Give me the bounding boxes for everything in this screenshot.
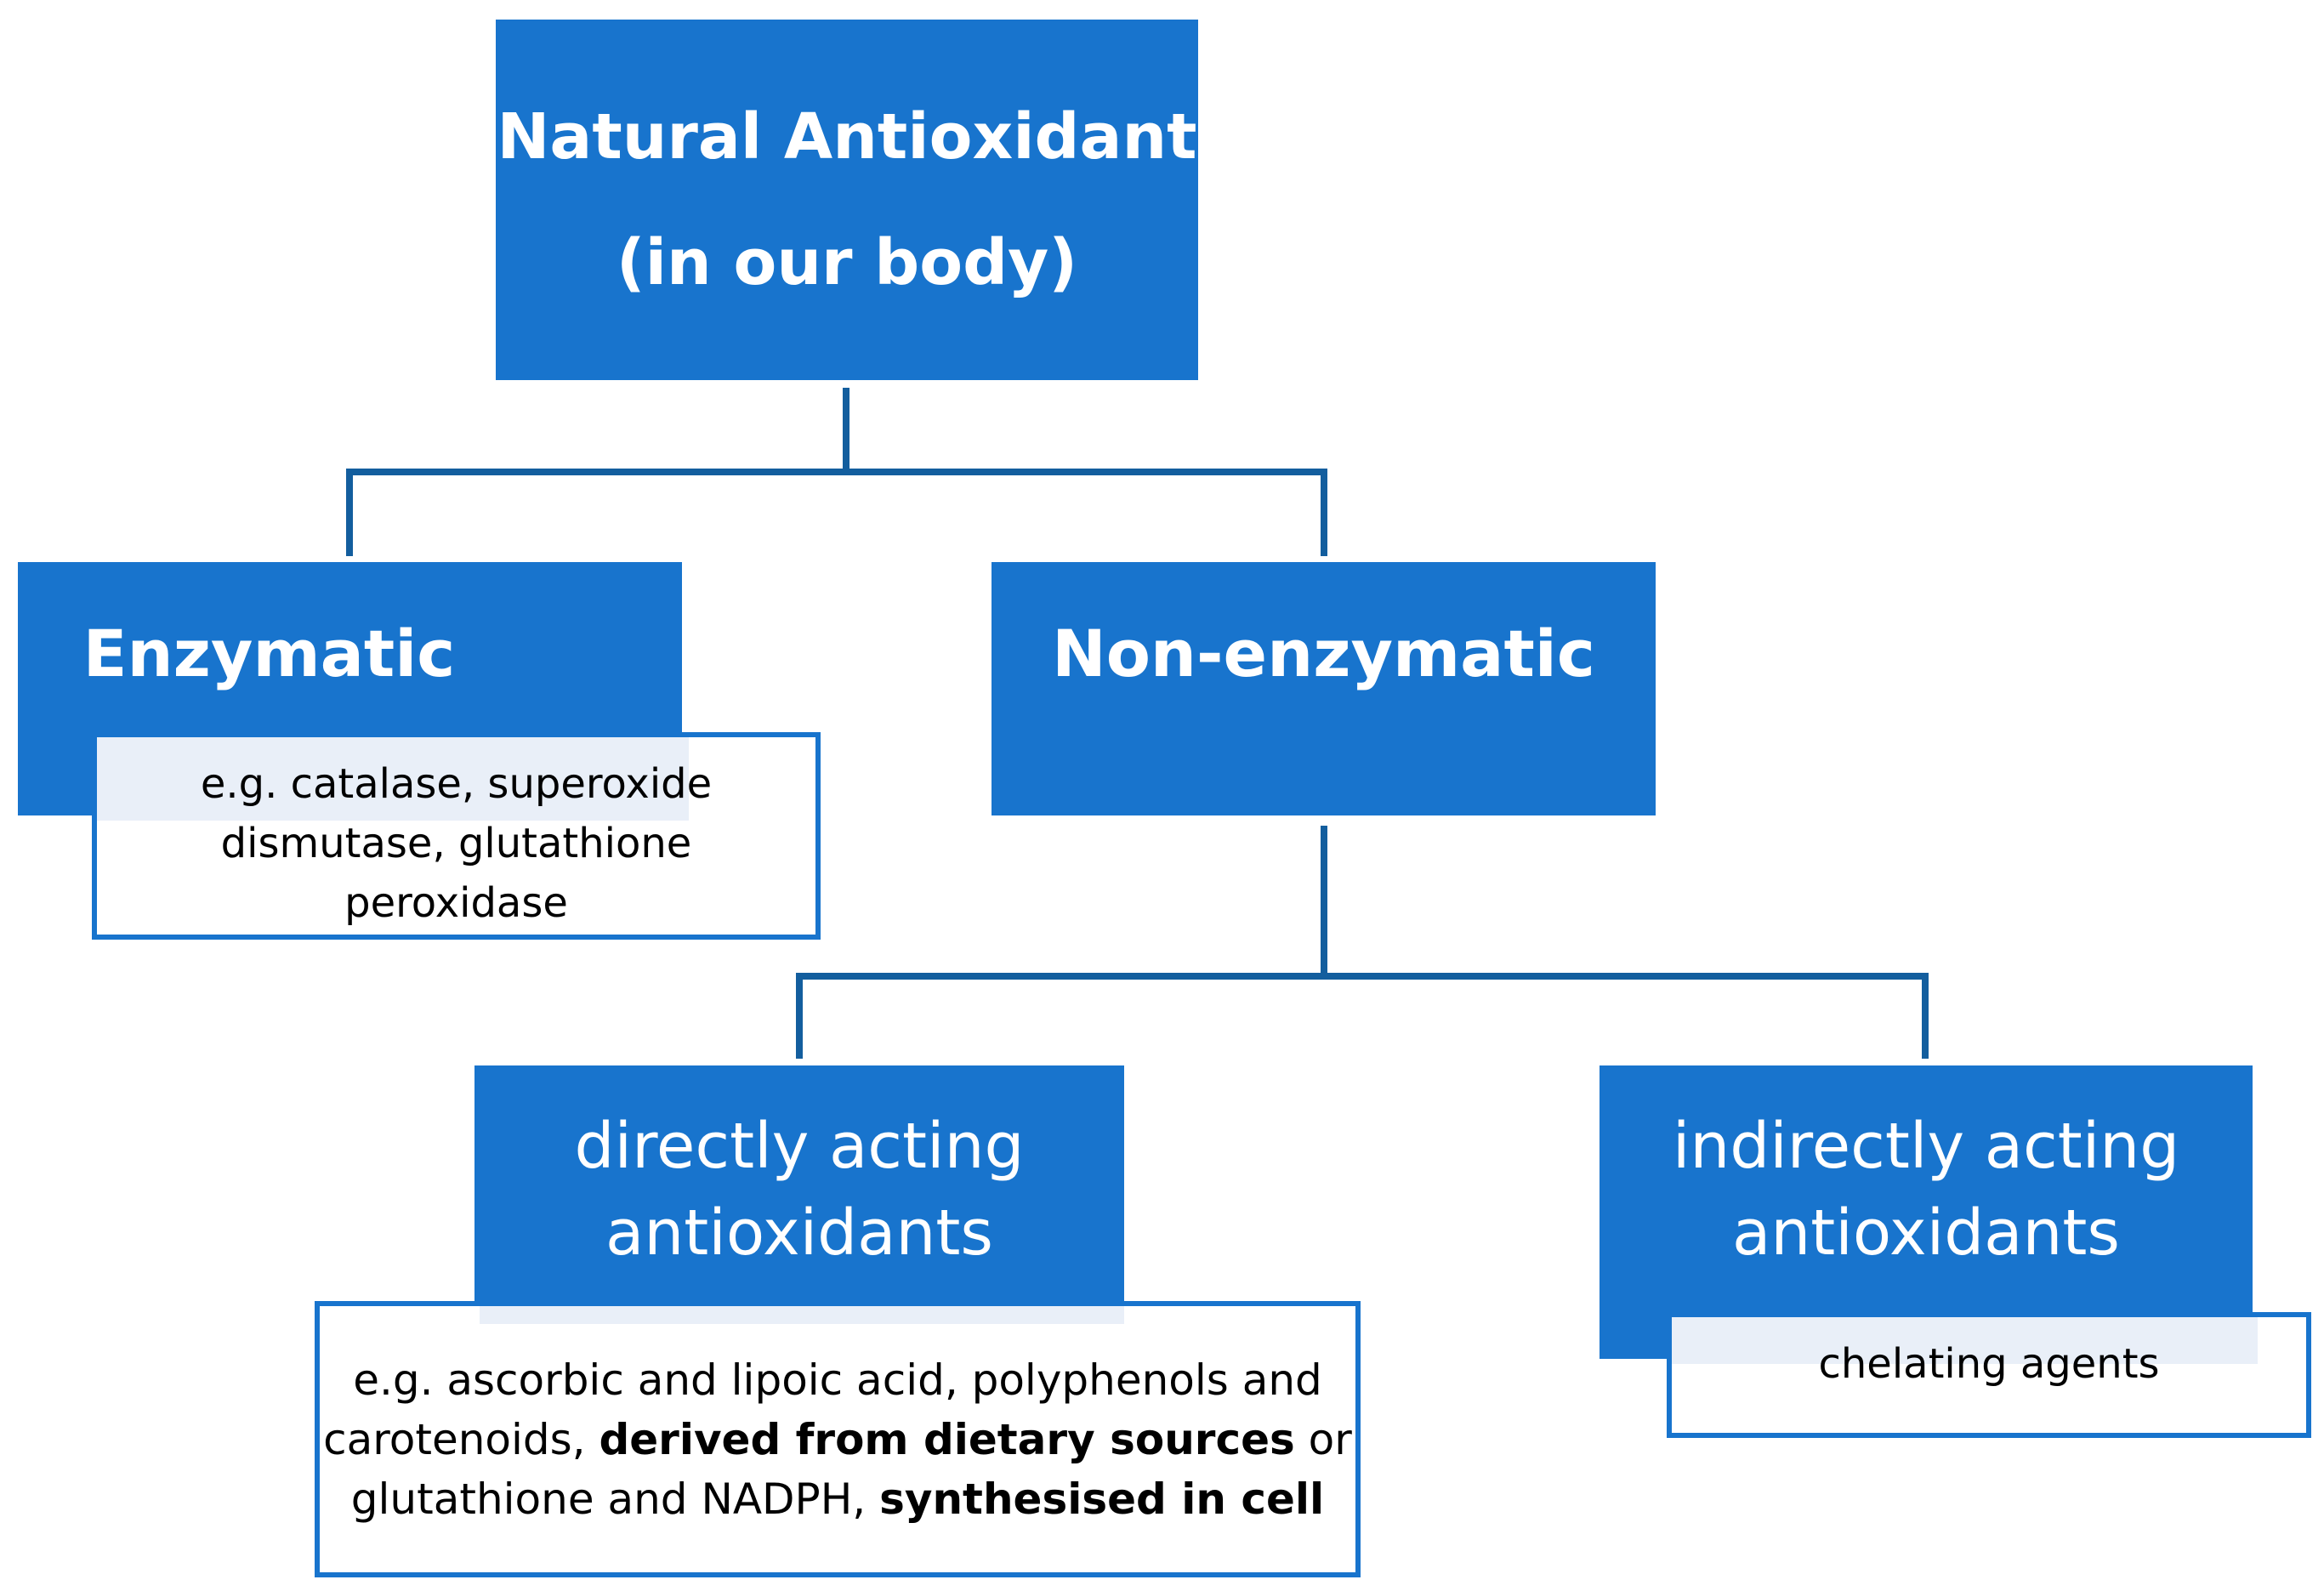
direct-example-dietary-sources: derived from dietary sources: [599, 1415, 1295, 1464]
direct-example-line-3: glutathione and NADPH, synthesised in ce…: [320, 1469, 1355, 1529]
node-indirectly-acting: indirectly acting antioxidants: [1600, 1065, 2253, 1359]
enzymatic-example-line-1: e.g. catalase, superoxide: [200, 760, 713, 808]
direct-example-line-1: e.g. ascorbic and lipoic acid, polypheno…: [353, 1355, 1322, 1405]
overlap-tint: [97, 737, 689, 821]
direct-example-line-2-suffix: or: [1294, 1415, 1352, 1464]
indirect-example: chelating agents: [1818, 1340, 2160, 1388]
directly-acting-line-2: antioxidants: [605, 1196, 993, 1270]
overlap-tint: [480, 1306, 1124, 1324]
root-to-children-connector: [346, 388, 1327, 556]
directly-acting-examples-box: e.g. ascorbic and lipoic acid, polypheno…: [315, 1301, 1361, 1577]
directly-acting-line-1: directly acting: [574, 1110, 1025, 1183]
enzymatic-example-line-2: dismutase, glutathione: [220, 820, 692, 867]
node-non-enzymatic: Non-enzymatic: [992, 562, 1656, 815]
direct-example-line-2-prefix: carotenoids,: [323, 1415, 599, 1464]
nonenzymatic-to-children-connector: [796, 826, 1929, 1059]
non-enzymatic-label: Non-enzymatic: [1052, 616, 1595, 691]
direct-example-synthesised-in-cell: synthesised in cell: [879, 1475, 1325, 1524]
indirectly-acting-examples-box: chelating agents: [1667, 1312, 2311, 1438]
direct-example-line-2: carotenoids, derived from dietary source…: [320, 1410, 1355, 1469]
indirectly-acting-line-1: indirectly acting: [1672, 1110, 2180, 1183]
indirectly-acting-line-2: antioxidants: [1732, 1196, 2120, 1270]
enzymatic-label: Enzymatic: [82, 616, 456, 691]
root-title-line-2: (in our body): [616, 226, 1078, 299]
overlap-tint: [1672, 1317, 2258, 1364]
enzymatic-examples-box: e.g. catalase, superoxide dismutase, glu…: [92, 732, 821, 940]
root-title-line-1: Natural Antioxidant: [497, 100, 1197, 173]
direct-example-line-3-prefix: glutathione and NADPH,: [350, 1475, 880, 1524]
root-node-natural-antioxidant: Natural Antioxidant (in our body): [496, 20, 1198, 380]
node-directly-acting: directly acting antioxidants: [474, 1065, 1124, 1319]
enzymatic-example-line-3: peroxidase: [344, 879, 568, 927]
